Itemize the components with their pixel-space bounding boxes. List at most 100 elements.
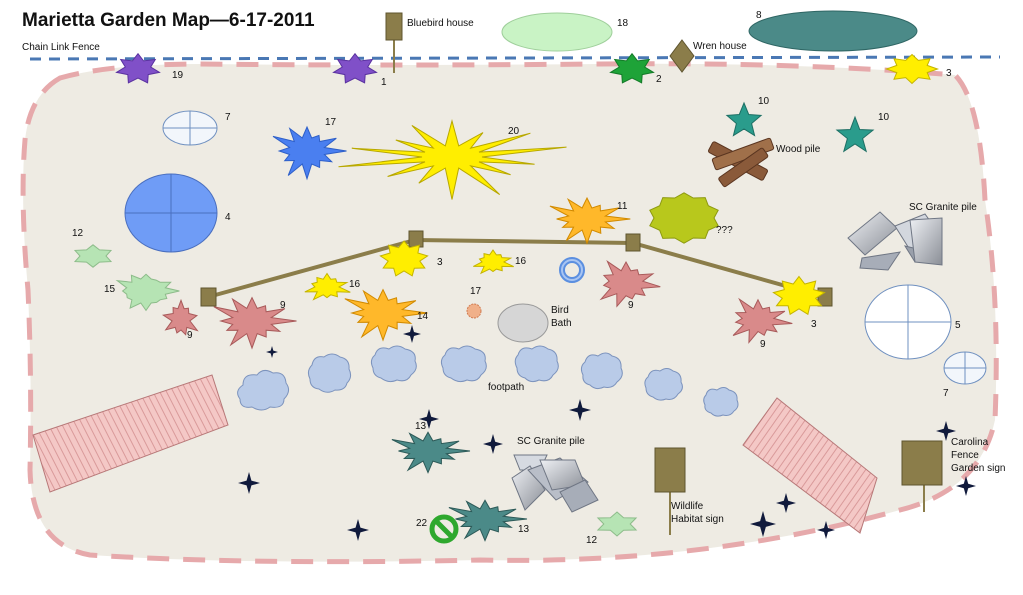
sparkle-icon [776,493,796,513]
carolina-sign-label-1: Carolina [951,437,989,448]
plant-15 [115,273,180,312]
plant-number: 17 [470,286,482,297]
sparkle-icon [419,409,439,429]
unknown-plant-label: ??? [716,225,733,236]
plant-1 [332,52,378,84]
plant-number: 12 [586,535,598,546]
path-stone [644,368,683,401]
wildlife-sign-label-2: Habitat sign [671,514,724,525]
plant-12-left [73,244,113,268]
no-symbol-icon [429,514,459,544]
plant-4 [124,173,218,253]
plant-19 [115,52,161,84]
plant-9-small [161,298,199,336]
plant-13-bottom [448,499,528,542]
bluebird-house-label: Bluebird house [407,18,474,29]
plant-number: 9 [628,300,634,311]
plant-17-blue [272,125,347,181]
path-stone [440,345,487,383]
sparkle-icon [750,511,776,537]
wren-house-icon [669,39,695,73]
footpath-stones [237,345,739,417]
plant-number: 16 [349,279,361,290]
bird-bath-label-2: Bath [551,318,572,329]
plant-16-left [304,272,351,301]
plant-13-top [391,431,471,474]
plant-10-right [835,115,875,153]
wood-pile-label: Wood pile [776,144,821,155]
trellis-post [408,230,424,248]
sc-granite-pile-right-icon [847,211,943,271]
carolina-sign-label-2: Fence [951,450,979,461]
plant-number: 2 [656,74,662,85]
plant-7-right [943,351,987,385]
trellis-post [625,233,641,252]
plant-number: 19 [172,70,184,81]
plant-number: 1 [381,77,387,88]
plant-number: 4 [225,212,231,223]
sparkle-icon [956,476,976,496]
wildlife-sign-label-1: Wildlife [671,501,704,512]
plant-9-center [599,260,661,308]
sparkle-icon [936,421,956,441]
plant-number: 3 [811,319,817,330]
hatched-bed-right [742,397,878,534]
plant-number: 17 [325,117,337,128]
sc-granite-pile-bottom-icon [511,454,599,513]
plant-9-right [732,297,793,344]
path-stone [237,369,290,411]
plant-16-right [473,249,514,275]
plant-number: 22 [416,518,428,529]
footpath-label: footpath [488,382,525,393]
chain-link-fence [29,55,1001,61]
plant-number: 9 [760,339,766,350]
plant-number: 8 [756,10,762,21]
trellis-wire [207,237,826,299]
hatched-bed-left [32,374,229,493]
bird-bath-icon [497,303,549,343]
trellis-post [200,287,217,307]
plant-number: 3 [437,257,443,268]
plant-number: 16 [515,256,527,267]
plant-11 [549,196,631,245]
wood-pile-icon [708,137,775,188]
sparkle-icon [569,399,591,421]
path-stone [307,353,352,393]
sparkle-icon [238,472,260,494]
wren-house-label: Wren house [693,41,747,52]
path-stone [580,352,623,390]
plant-3-right [772,275,826,316]
plant-number: 20 [508,126,520,137]
plant-3-middle [379,240,429,277]
sparkle-icon [403,325,421,343]
page-title: Marietta Garden Map—6-17-2011 [22,10,315,31]
plant-3-top [884,53,940,85]
plant-unknown [649,192,719,244]
carolina-sign-label-3: Garden sign [951,463,1006,474]
plant-number: 9 [280,300,286,311]
plant-14 [344,288,428,342]
sparkle-icon [817,521,835,539]
path-stone [514,345,559,383]
carolina-sign-icon [901,440,943,486]
plant-8 [748,10,918,52]
plant-number: 9 [187,330,193,341]
plant-number: 10 [878,112,890,123]
sc-granite-pile-right-label: SC Granite pile [909,202,977,213]
bird-bath-label-1: Bird [551,305,569,316]
plant-7-top [162,110,218,146]
plant-number: 13 [415,421,427,432]
plant-number: 13 [518,524,530,535]
path-stone [703,387,739,417]
plant-number: 5 [955,320,961,331]
path-stone [370,345,417,383]
sparkle-icon [266,346,278,358]
plant-number: 12 [72,228,84,239]
plant-number: 11 [617,201,628,212]
plant-2 [609,52,655,84]
plant-number: 7 [225,112,231,123]
plant-18 [501,12,613,52]
wildlife-sign-icon [654,447,686,493]
